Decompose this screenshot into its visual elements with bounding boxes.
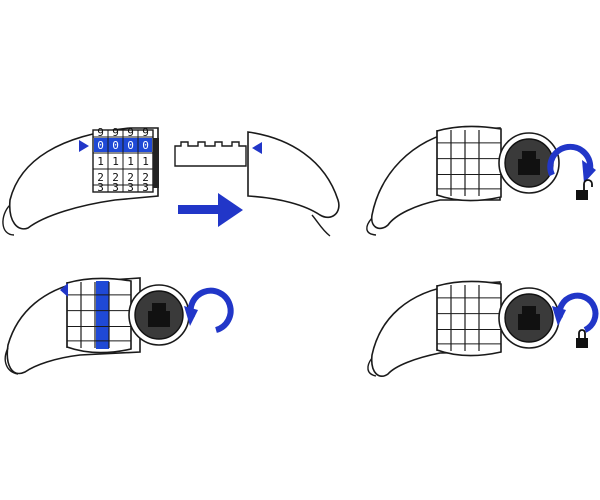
dial-digit: 3	[97, 181, 104, 194]
dial-barrel-selected	[66, 277, 190, 354]
dial-end-plate	[153, 138, 159, 188]
dial-digit: 3	[112, 181, 119, 194]
cable-tail	[366, 217, 377, 236]
dial-digit: 9	[127, 126, 134, 139]
panel-rotate-to-lock	[367, 280, 599, 378]
insert-arrow-icon	[178, 193, 243, 227]
cable-housing-right	[247, 131, 340, 219]
dial-digit: 0	[142, 139, 149, 152]
cable-right-tail	[311, 214, 331, 237]
key-slot	[148, 303, 170, 327]
dial-barrel	[436, 280, 560, 357]
rotate-counterclockwise-icon	[552, 292, 599, 333]
dial-digit: 2	[112, 171, 119, 184]
key-slot	[518, 306, 540, 330]
locked-padlock-icon	[576, 329, 588, 348]
selected-dial	[96, 281, 109, 349]
cable-tail	[367, 357, 377, 377]
dial-digit: 9	[112, 126, 119, 139]
unlocked-padlock-icon	[576, 179, 593, 200]
latch-prong	[174, 141, 247, 167]
panel-reset-dials	[4, 277, 234, 375]
dial-digit: 9	[97, 126, 104, 139]
cable-left-tail	[2, 204, 15, 236]
key-slot	[518, 151, 540, 175]
dial-digit: 2	[127, 171, 134, 184]
dial-barrel	[436, 125, 560, 202]
dial-digit: 1	[127, 155, 134, 168]
dial-digit: 1	[112, 155, 119, 168]
dial-digit: 2	[97, 171, 104, 184]
dial-digit: 0	[97, 139, 104, 152]
dial-digit: 1	[142, 155, 149, 168]
pointer-triangle-icon	[79, 140, 89, 152]
dial-digit: 2	[142, 171, 149, 184]
dial-digit: 3	[142, 181, 149, 194]
dial-digit: 9	[142, 126, 149, 139]
rotate-counterclockwise-icon	[184, 287, 234, 333]
pointer-triangle-icon	[252, 142, 262, 154]
dial-digit: 1	[97, 155, 104, 168]
pointer-triangle-icon	[60, 283, 68, 297]
dial-digit: 0	[112, 139, 119, 152]
panel-rotate-to-open	[366, 125, 596, 236]
dial-cell	[137, 184, 154, 193]
dial-digit: 0	[127, 139, 134, 152]
cable-tail	[4, 347, 19, 375]
dial-digit: 3	[127, 181, 134, 194]
rotate-clockwise-icon	[547, 143, 596, 183]
